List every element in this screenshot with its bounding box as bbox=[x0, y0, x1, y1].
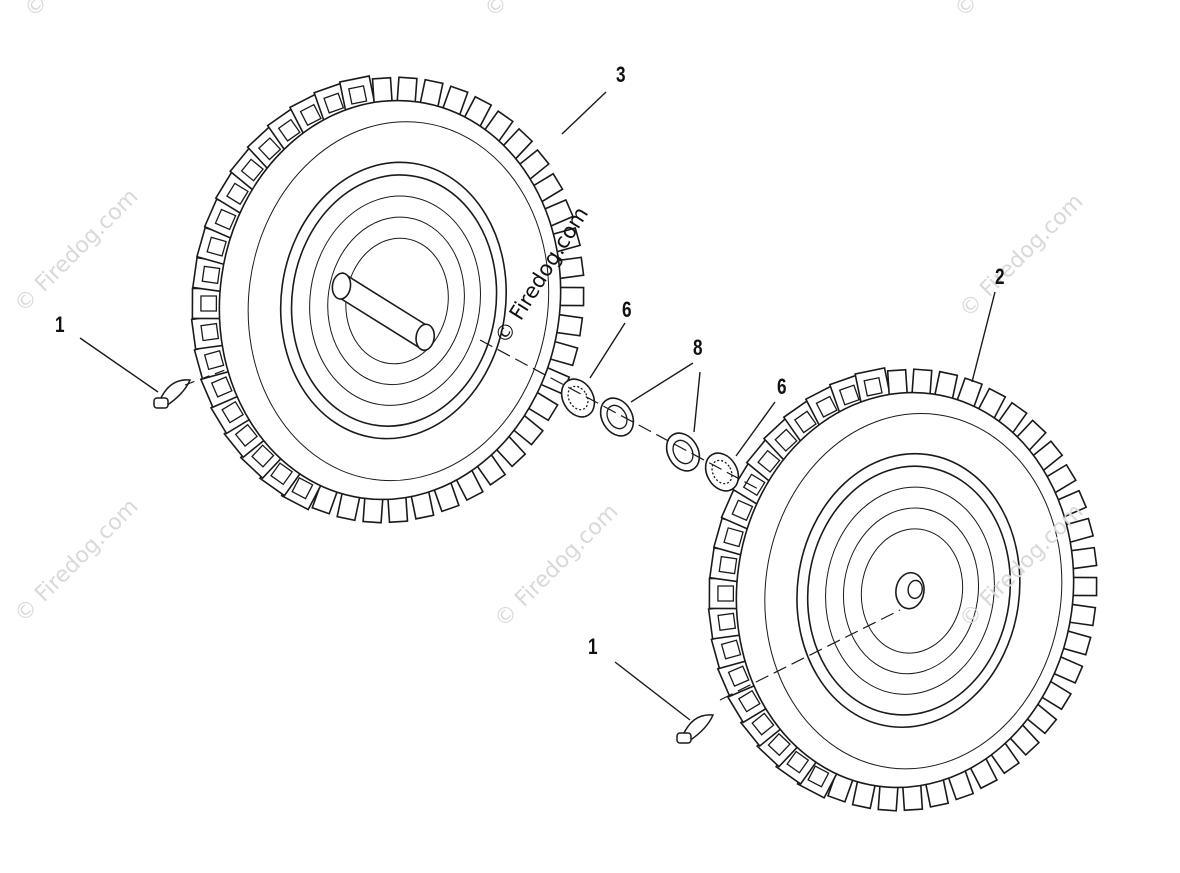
rim-ring bbox=[825, 486, 995, 695]
callout-6-lower: 6 bbox=[777, 374, 787, 399]
tread-lug-detail bbox=[751, 712, 775, 736]
tread-lug-detail bbox=[240, 158, 264, 182]
tread-lug-detail bbox=[226, 182, 249, 206]
wheel-right bbox=[707, 367, 1098, 812]
callout-8: 8 bbox=[693, 335, 703, 360]
wheel-left bbox=[190, 75, 585, 524]
leader-line bbox=[589, 322, 626, 379]
wheel-body bbox=[190, 75, 585, 524]
tread-lug-detail bbox=[731, 499, 754, 522]
rim-ring bbox=[842, 507, 980, 675]
callout-2: 2 bbox=[995, 264, 1005, 289]
axis-center-line bbox=[184, 369, 226, 386]
tread-lug-detail bbox=[277, 118, 301, 142]
callout-1-left: 1 bbox=[55, 312, 65, 337]
leader-line bbox=[693, 371, 701, 433]
axle-end bbox=[331, 272, 352, 300]
rim-ring bbox=[327, 216, 465, 386]
tread-lug-detail bbox=[815, 395, 838, 418]
tread-lug-detail bbox=[863, 377, 883, 397]
leader-line bbox=[735, 401, 776, 457]
tread-lug-detail bbox=[291, 477, 314, 500]
rim-ring bbox=[309, 195, 481, 406]
tread-lug-detail bbox=[348, 85, 368, 105]
tread-lug-detail bbox=[720, 639, 742, 660]
hub-bore bbox=[907, 579, 923, 600]
rim-ring bbox=[860, 528, 964, 654]
tread-lug-detail bbox=[718, 555, 738, 575]
tread-lug-detail bbox=[727, 665, 750, 687]
tread-lug-detail bbox=[203, 349, 225, 371]
washer-hole bbox=[711, 459, 733, 485]
tread-lug-detail bbox=[234, 423, 259, 447]
tread-lug-detail bbox=[270, 462, 294, 486]
tread-lug-detail bbox=[737, 689, 761, 713]
callout-3: 3 bbox=[616, 62, 626, 87]
hair-pin-clip bbox=[676, 732, 692, 744]
washer-hole bbox=[567, 385, 589, 411]
tread-lug-detail bbox=[717, 585, 735, 602]
tread-lug-detail bbox=[257, 137, 282, 161]
tread-lug-detail bbox=[793, 410, 817, 434]
tread-lug-detail bbox=[299, 103, 322, 127]
tread-lug-detail bbox=[717, 612, 737, 632]
tire-bead bbox=[247, 121, 550, 482]
tread-lug-detail bbox=[323, 92, 345, 114]
tread-lug-detail bbox=[807, 765, 830, 788]
axis-center-line bbox=[479, 339, 761, 491]
tread-lug-detail bbox=[786, 750, 810, 774]
tread-lug-detail bbox=[201, 265, 221, 285]
tread-lug-detail bbox=[767, 732, 791, 757]
tread-lug-detail bbox=[757, 449, 781, 473]
rim-ring bbox=[290, 174, 498, 427]
axis-center-line bbox=[719, 609, 901, 701]
tread-lug-detail bbox=[214, 208, 237, 231]
leader-line bbox=[79, 337, 159, 393]
tread-lug-detail bbox=[774, 428, 798, 452]
leader-line bbox=[971, 291, 996, 383]
hair-pin-clip bbox=[153, 397, 169, 409]
leader-line bbox=[561, 91, 607, 135]
wheel-body bbox=[707, 367, 1098, 812]
leader-line bbox=[630, 362, 694, 403]
tread-lug-detail bbox=[742, 473, 766, 497]
tread-lug-detail bbox=[221, 400, 245, 424]
tread-lug-detail bbox=[251, 444, 275, 468]
tread-lug-detail bbox=[200, 322, 220, 342]
tread-lug-detail bbox=[210, 376, 233, 398]
rim-ring bbox=[806, 465, 1012, 716]
tread-lug-detail bbox=[723, 527, 744, 548]
tread-lug-detail bbox=[206, 236, 227, 257]
tread-lug-detail bbox=[200, 295, 218, 312]
tread-lug-detail bbox=[838, 384, 860, 406]
rim-ring bbox=[796, 452, 1021, 729]
tire-bead bbox=[764, 413, 1063, 770]
axle-end bbox=[415, 323, 436, 351]
callout-1-right: 1 bbox=[588, 634, 598, 659]
leader-lines bbox=[79, 91, 996, 721]
rim-ring bbox=[279, 161, 508, 440]
callout-6-upper: 6 bbox=[622, 297, 632, 322]
leader-line bbox=[614, 661, 691, 721]
